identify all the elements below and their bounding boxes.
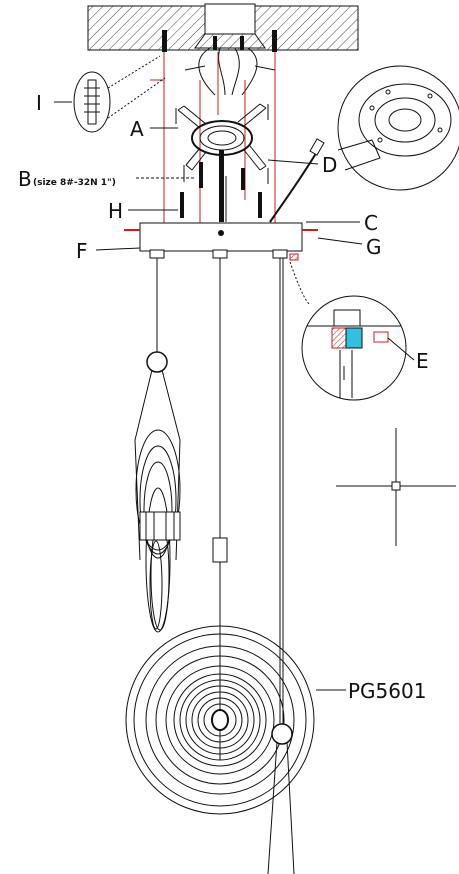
leader-lines xyxy=(54,101,415,691)
canopy xyxy=(124,222,318,261)
callout-g: G xyxy=(366,235,382,259)
crosshair-marker xyxy=(336,428,456,546)
detail-i-anchor xyxy=(73,55,166,133)
model-number-label: PG5601 xyxy=(348,679,426,703)
screws-b-h xyxy=(180,162,262,218)
suspension-cables xyxy=(156,258,284,760)
bracket-detail-circle xyxy=(337,65,459,191)
callout-i: I xyxy=(36,91,42,115)
callout-h: H xyxy=(108,199,123,223)
callout-a: A xyxy=(130,117,144,141)
red-guide-lines xyxy=(150,52,300,231)
callout-b: B xyxy=(18,167,32,191)
center-rod xyxy=(219,150,227,222)
ceiling-slab xyxy=(87,3,359,51)
left-pendant xyxy=(134,351,181,633)
mounting-bracket xyxy=(175,103,269,184)
supply-wires xyxy=(184,47,276,96)
detail-e-circle xyxy=(289,261,407,401)
callout-b-spec: (size 8#-32N 1") xyxy=(33,178,116,188)
callout-c: C xyxy=(364,211,378,235)
center-pendant xyxy=(125,537,315,815)
callout-f: F xyxy=(76,239,88,263)
callout-e: E xyxy=(416,349,429,373)
power-cord xyxy=(269,138,325,223)
callout-d: D xyxy=(322,153,337,177)
ceiling-screws xyxy=(162,30,277,52)
right-pendant xyxy=(267,723,295,874)
